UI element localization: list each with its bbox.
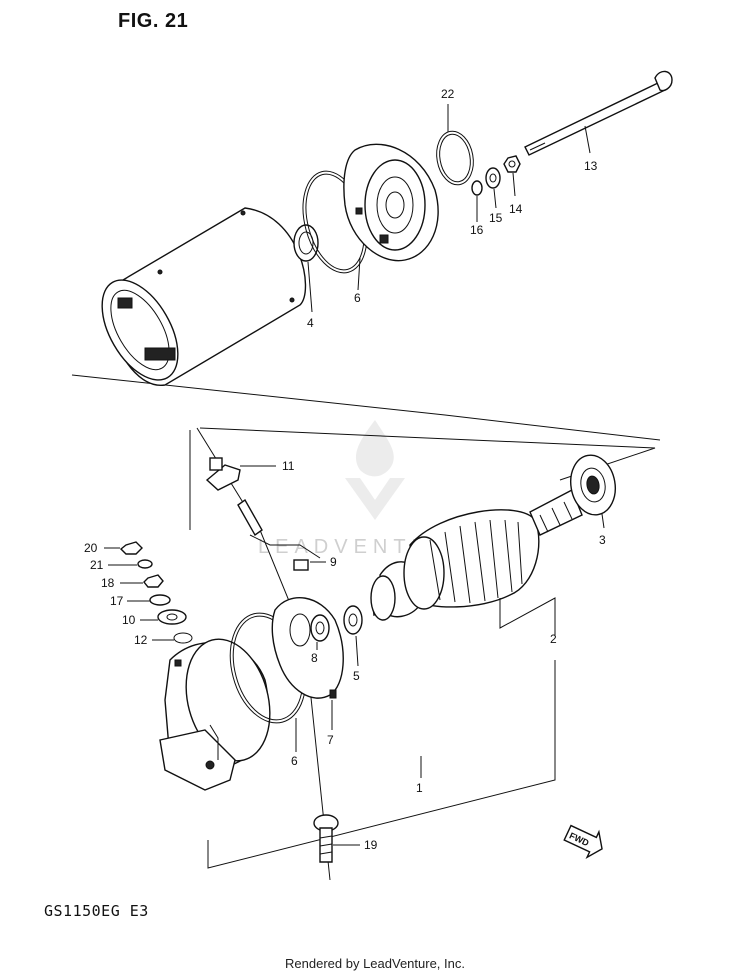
callout-10: 10 bbox=[122, 613, 136, 627]
part-4-oil-seal bbox=[293, 224, 319, 313]
callout-11: 11 bbox=[282, 459, 295, 473]
part-20-nut bbox=[104, 541, 143, 555]
part-12-o-ring-small bbox=[152, 632, 193, 644]
callout-7: 7 bbox=[327, 733, 334, 747]
callout-5: 5 bbox=[353, 669, 360, 683]
callout-22: 22 bbox=[441, 87, 455, 101]
part-7-brush-plate bbox=[271, 596, 344, 730]
part-18-nut bbox=[120, 574, 164, 588]
callout-6-upper: 6 bbox=[354, 291, 361, 305]
callout-16: 16 bbox=[470, 223, 484, 237]
callout-6-lower: 6 bbox=[291, 754, 298, 768]
starter-yoke bbox=[101, 207, 307, 386]
callout-14: 14 bbox=[509, 202, 523, 216]
part-22-o-ring bbox=[436, 104, 474, 186]
rear-end-cover bbox=[343, 143, 439, 291]
callout-17: 17 bbox=[110, 594, 124, 608]
part-14-nut bbox=[503, 155, 521, 197]
part-17-washer bbox=[127, 594, 171, 606]
callout-15: 15 bbox=[489, 211, 503, 225]
render-credit: Rendered by LeadVenture, Inc. bbox=[285, 956, 465, 971]
callout-18: 18 bbox=[101, 576, 115, 590]
part-21-lock-washer bbox=[108, 559, 153, 569]
callout-20: 20 bbox=[84, 541, 98, 555]
callout-19: 19 bbox=[364, 838, 378, 852]
callout-12: 12 bbox=[134, 633, 148, 647]
lower-bottom-bracket bbox=[207, 660, 556, 869]
part-13-through-bolt bbox=[524, 70, 673, 156]
figure-title: FIG. 21 bbox=[118, 10, 189, 32]
part-11-brush-spring bbox=[205, 457, 276, 491]
callout-21: 21 bbox=[90, 558, 104, 572]
part-15-washer bbox=[485, 167, 501, 209]
front-end-cover bbox=[159, 638, 271, 791]
fwd-arrow-icon: FWD bbox=[563, 824, 603, 860]
callout-2: 2 bbox=[550, 632, 557, 646]
part-19-bolt bbox=[313, 814, 360, 863]
part-2-armature bbox=[370, 489, 583, 635]
part-5-thrust-washer bbox=[343, 605, 363, 667]
callout-9: 9 bbox=[330, 555, 337, 569]
callout-1: 1 bbox=[416, 781, 423, 795]
part-9-brush-lead bbox=[237, 498, 326, 571]
model-code: GS1150EG E3 bbox=[44, 902, 149, 920]
part-16-washer bbox=[471, 180, 483, 222]
callout-3: 3 bbox=[599, 533, 606, 547]
callout-13: 13 bbox=[584, 159, 598, 173]
part-3-bearing bbox=[570, 454, 616, 529]
upper-group-line bbox=[71, 374, 661, 441]
part-8-brush bbox=[310, 614, 330, 650]
part-10-insulator bbox=[140, 609, 187, 625]
callout-4: 4 bbox=[307, 316, 314, 330]
callout-8: 8 bbox=[311, 651, 318, 665]
